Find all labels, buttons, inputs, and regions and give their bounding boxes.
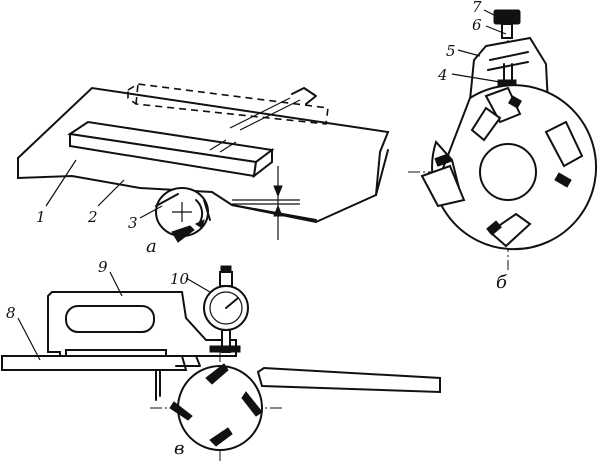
knife-v-right <box>241 391 263 417</box>
right-table-plate <box>256 366 441 394</box>
label-6: 6 <box>472 16 482 34</box>
bracket-slot <box>487 51 529 71</box>
wedge-b-3 <box>486 220 502 236</box>
rotation-arrow <box>195 199 204 223</box>
leader-10 <box>185 277 211 293</box>
wedge-b-4 <box>507 95 523 109</box>
stand-base <box>65 349 167 357</box>
clamp-screw <box>501 23 513 39</box>
view-b-cutter-head: 7 6 5 4 б <box>408 0 598 293</box>
dial-needle <box>225 297 239 309</box>
knife-b-top <box>484 86 522 124</box>
leader-9 <box>109 271 123 297</box>
knife-v-top <box>205 363 229 385</box>
view-a-table-setup: 1 2 3 а <box>17 83 390 257</box>
label-1: 1 <box>36 208 46 226</box>
straight-edge-end-face <box>252 148 273 179</box>
caption-b: б <box>496 272 508 293</box>
plunger-foot <box>209 345 241 353</box>
ruler-dashed-position <box>127 83 329 125</box>
left-table-plate <box>1 355 188 371</box>
knife-v-bottom <box>209 427 233 447</box>
label-9: 9 <box>98 258 108 276</box>
leader-3 <box>139 205 163 219</box>
leader-8 <box>17 317 41 361</box>
cutter-bore-b <box>479 143 537 201</box>
knife-b-upper-left <box>470 106 502 142</box>
table-slot <box>209 97 301 153</box>
wedge-b-2 <box>554 172 572 188</box>
leader-4 <box>451 73 501 83</box>
label-8: 8 <box>6 304 16 322</box>
leader-1 <box>45 159 77 207</box>
cutter-shaft-rear <box>291 87 317 105</box>
caption-v: в <box>174 438 184 459</box>
table-front-edge <box>17 149 389 221</box>
label-7: 7 <box>472 0 482 16</box>
label-3: 3 <box>128 214 138 232</box>
label-10: 10 <box>170 270 190 288</box>
plate-notch <box>171 355 201 367</box>
knife-b-right <box>544 120 584 168</box>
knife-v-left <box>169 401 193 421</box>
knife-b-bottom <box>488 212 532 248</box>
dial-stem <box>219 271 233 287</box>
leader-7 <box>483 9 497 17</box>
gap-dimension <box>232 166 300 240</box>
stand-window <box>65 305 155 333</box>
dial-cap <box>220 265 232 273</box>
leader-5 <box>457 49 481 57</box>
wedge-b-1 <box>434 153 452 167</box>
leader-2 <box>97 179 125 207</box>
caption-a: а <box>146 236 157 257</box>
clamp-knob <box>493 9 521 25</box>
knife-b-left <box>420 164 466 208</box>
cutter-head-a <box>155 187 211 243</box>
label-4: 4 <box>437 66 448 84</box>
plate-lip <box>155 369 161 401</box>
dial-face <box>209 291 243 325</box>
label-5: 5 <box>446 42 456 60</box>
label-2: 2 <box>87 208 98 226</box>
knife-a <box>171 225 195 243</box>
view-v-indicator-setup: 8 9 10 в <box>1 258 441 461</box>
leader-6 <box>485 25 507 35</box>
